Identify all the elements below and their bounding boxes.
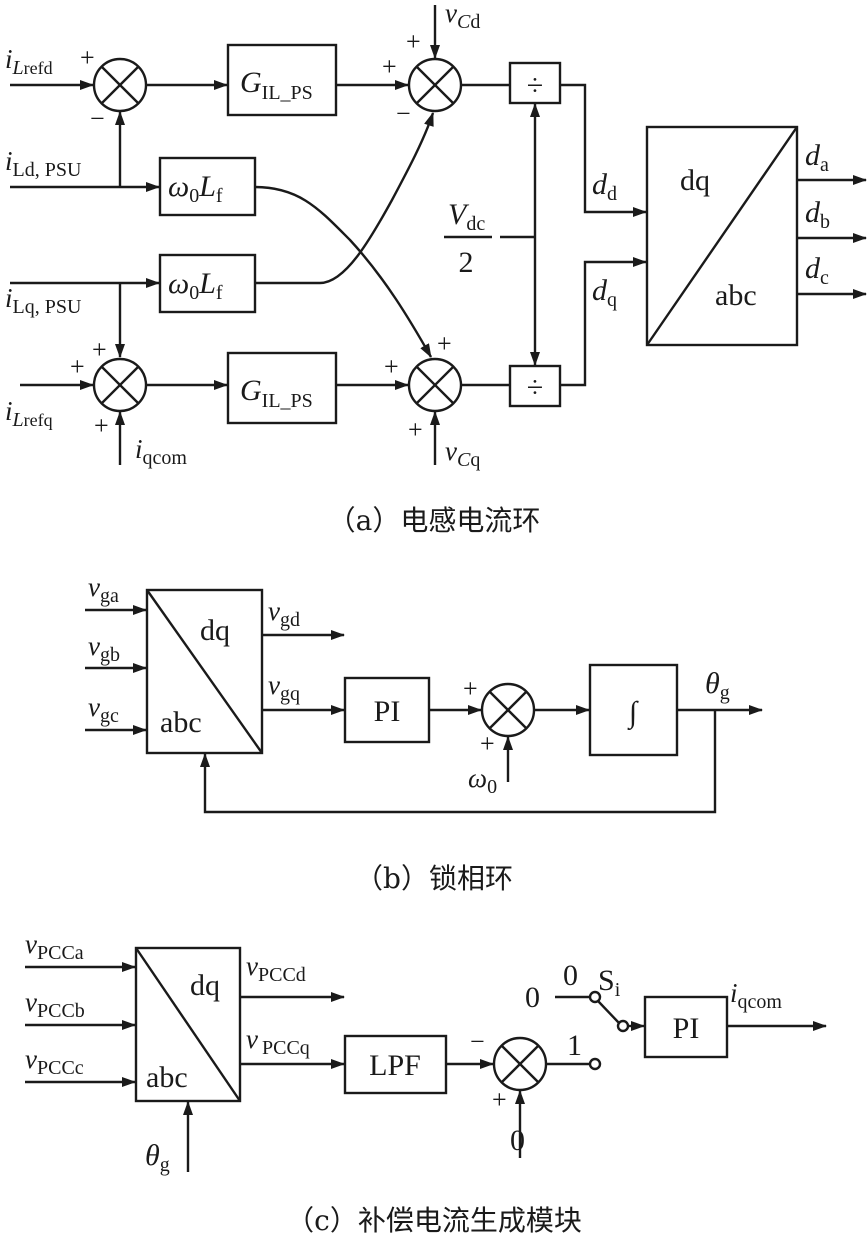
switch-terminal-0 [588, 990, 602, 1004]
switch-blade [597, 1000, 620, 1024]
dq-abc-diagonal-c [135, 947, 241, 1102]
g-il-ps-block-top [226, 43, 338, 117]
switch-terminal-1 [588, 1057, 602, 1071]
label-divide-bottom: ÷ [527, 371, 543, 404]
label-omega-lf-bottom: ω0Lf [168, 267, 223, 304]
label-vga: vga [88, 572, 119, 607]
label-g-il-ps-bottom: GIL_PS [240, 374, 313, 412]
label-theta-g-b: θg [705, 667, 730, 704]
panel-a-current-loop: iLrefd + − iLd, PSU iLq, PSU iLrefq + + … [5, 0, 867, 537]
label-vpccb: vPCCb [25, 987, 85, 1022]
label-vgc: vgc [88, 692, 119, 727]
wire-dq [560, 257, 647, 387]
sign-a3-plus-top: + [92, 335, 107, 364]
label-irefd: iLrefd [5, 44, 53, 79]
sign-c-minus: − [470, 1027, 485, 1056]
label-dq-b: dq [200, 614, 230, 647]
label-vcq: vCq [445, 436, 480, 471]
label-iq-psu: iLq, PSU [5, 283, 82, 318]
label-dq: dq [592, 274, 617, 311]
caption-a: （a）电感电流环 [328, 504, 541, 537]
label-switch-si: Si [598, 964, 621, 1001]
label-abc-c: abc [146, 1061, 188, 1094]
wire-theta-feedback [200, 710, 717, 814]
sum-junction-a3 [92, 357, 148, 413]
label-iqcom: iqcom [135, 434, 187, 469]
label-omega-lf-top: ω0Lf [168, 170, 223, 207]
label-dc: dc [805, 252, 829, 289]
caption-c: （c）补偿电流生成模块 [286, 1204, 582, 1237]
label-vgq: vgq [268, 670, 300, 705]
sign-a1-plus: + [80, 43, 95, 72]
label-vcd: vCd [445, 0, 480, 33]
label-vpccd: vPCCd [246, 951, 306, 986]
label-switch-pos0: 0 [563, 959, 578, 992]
label-switch-pos1: 1 [567, 1029, 582, 1062]
label-integral: ∫ [627, 696, 639, 731]
label-lpf: LPF [369, 1049, 421, 1082]
sign-a4-plus-bottom: + [408, 415, 423, 444]
label-vgb: vgb [88, 631, 120, 666]
wire-cross-to-sum4 [254, 185, 433, 358]
sum-junction-c [492, 1036, 548, 1092]
sign-a1-minus: − [90, 104, 105, 133]
label-vgd: vgd [268, 596, 300, 631]
label-iqcom-out: iqcom [730, 978, 782, 1013]
sign-a2-plus-top: + [406, 27, 421, 56]
sign-c-plus: + [492, 1085, 507, 1114]
sign-a4-plus-top: + [437, 329, 452, 358]
omega-lf-block-top [158, 156, 257, 217]
sign-a3-plus-left: + [70, 352, 85, 381]
label-zero-in: 0 [525, 981, 540, 1014]
label-divide-top: ÷ [527, 69, 543, 102]
divider-block-top [508, 61, 562, 105]
label-vdc-numerator: Vdc [448, 198, 485, 235]
sign-a2-plus-left: + [382, 52, 397, 81]
sign-a3-plus-bottom: + [94, 411, 109, 440]
label-theta-g-c: θg [145, 1139, 170, 1176]
caption-b: （b）锁相环 [355, 862, 513, 895]
pi-block-c [643, 995, 729, 1059]
sum-junction-a2 [407, 57, 463, 113]
label-db: db [805, 196, 830, 233]
dq-abc-diagonal-a [646, 126, 798, 346]
sum-junction-a4 [407, 357, 463, 413]
sign-a4-plus-left: + [384, 352, 399, 381]
label-pi-b: PI [374, 695, 401, 728]
label-vdc-denominator: 2 [459, 246, 474, 279]
lpf-block [343, 1034, 448, 1095]
wire-cross-to-sum2 [255, 112, 435, 285]
panel-b-pll: vga vgb vgc dq abc vgd vgq PI + + ω0 ∫ θ… [85, 572, 763, 895]
dq-abc-diagonal-b [146, 589, 263, 754]
label-vpccc: vPCCc [25, 1044, 84, 1079]
label-zero-ref: 0 [510, 1124, 525, 1157]
label-irefq: iLrefq [5, 396, 53, 431]
label-g-il-ps-top: GIL_PS [240, 66, 313, 104]
label-dq-c: dq [190, 969, 220, 1002]
sign-b-plus-left: + [463, 674, 478, 703]
label-dq-a: dq [680, 164, 710, 197]
sign-b-plus-bottom: + [480, 729, 495, 758]
label-vpcca: vPCCa [25, 929, 84, 964]
g-il-ps-block-bottom [226, 351, 338, 425]
label-pi-c: PI [673, 1012, 700, 1045]
label-omega0: ω0 [468, 763, 497, 798]
integrator-block [588, 663, 679, 757]
sign-a2-minus: − [396, 99, 411, 128]
label-dd: dd [592, 168, 617, 205]
label-da: da [805, 139, 829, 176]
label-id-psu: iLd, PSU [5, 146, 82, 181]
wire-dd [560, 83, 647, 217]
pi-block-b [343, 676, 431, 744]
label-abc-a: abc [715, 279, 757, 312]
label-abc-b: abc [160, 706, 202, 739]
